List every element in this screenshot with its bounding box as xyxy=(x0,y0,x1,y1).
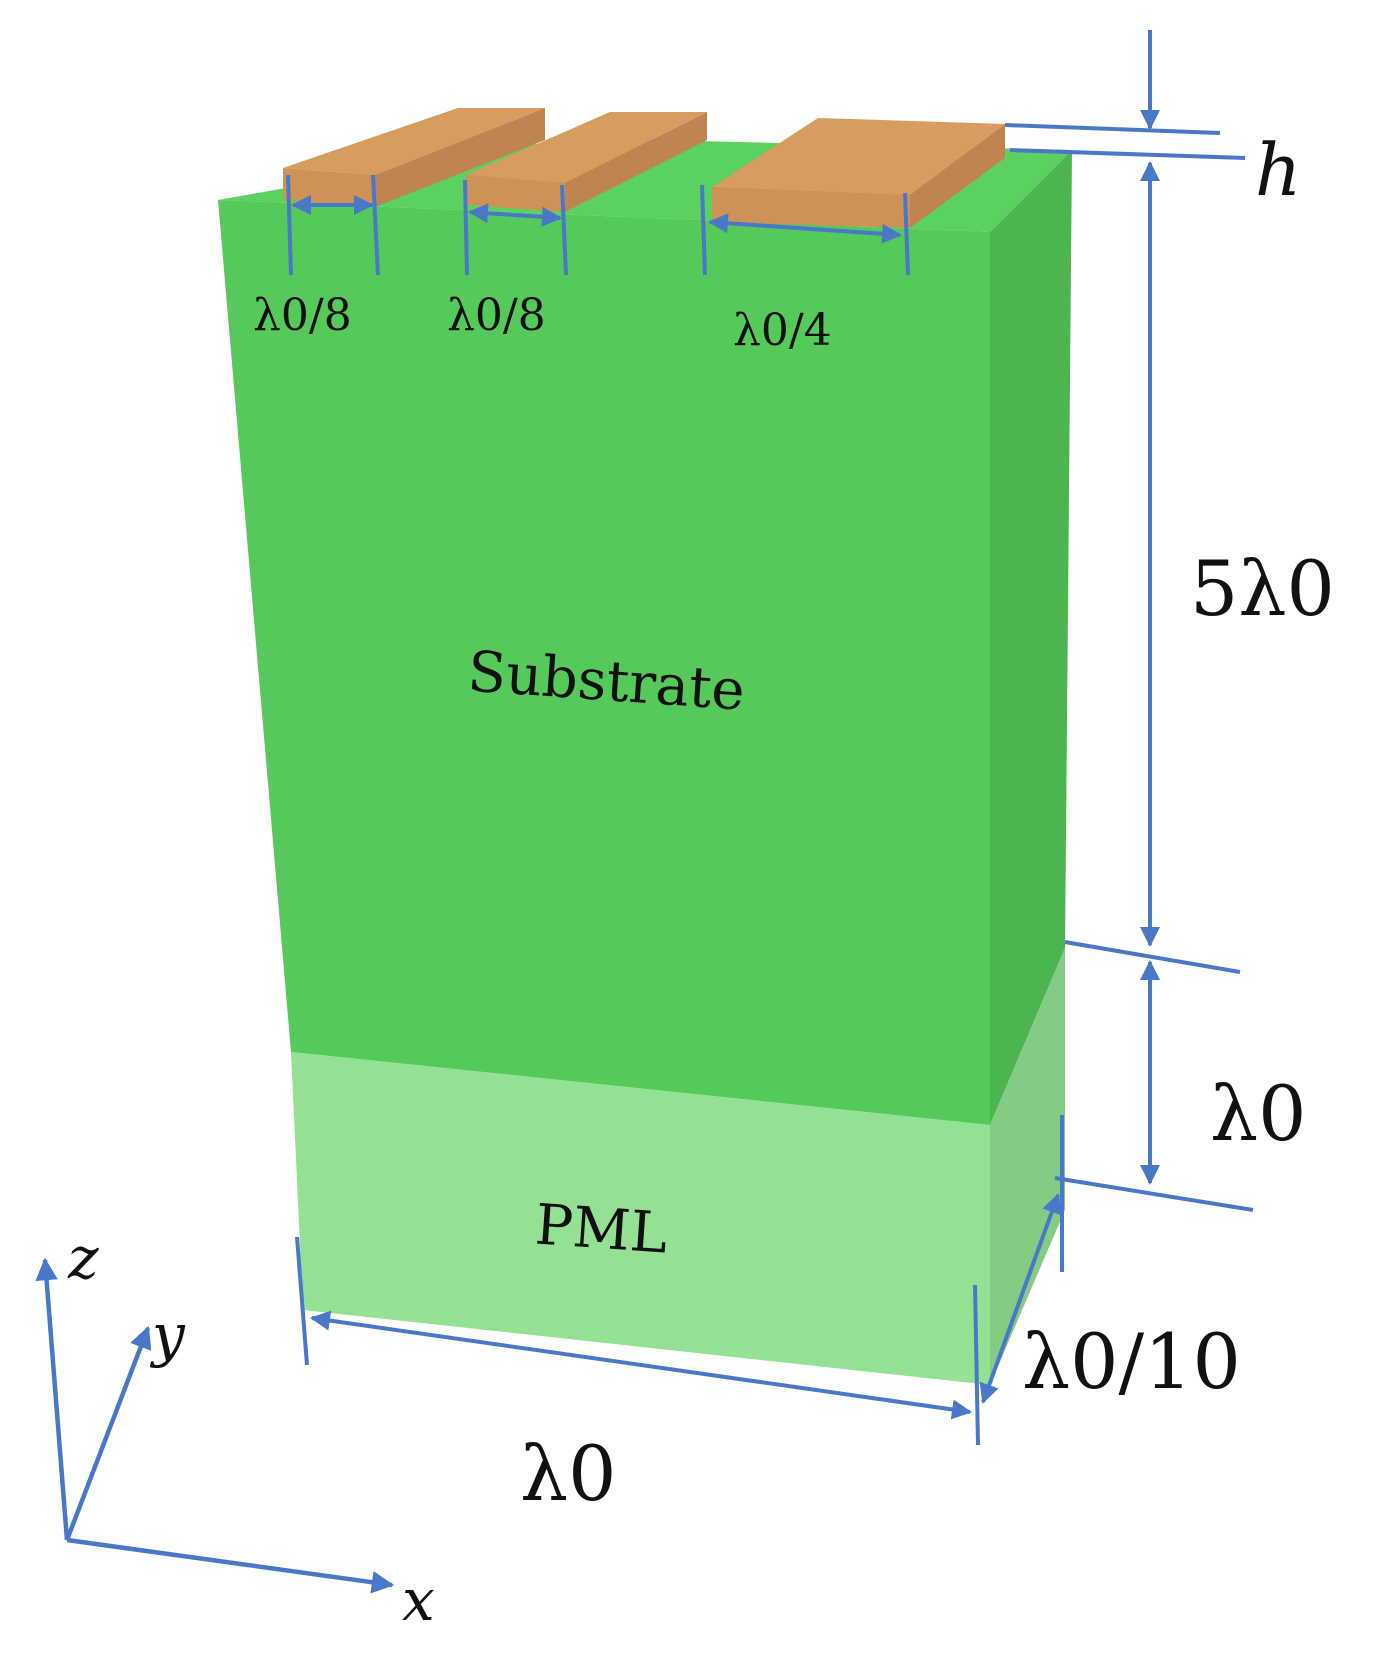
pml-front-face xyxy=(291,1052,990,1385)
y-axis-line xyxy=(64,1325,152,1541)
strip-1-width-label: λ0/8 xyxy=(253,290,352,341)
strip-1-top xyxy=(283,108,545,175)
coordinate-axes: z y x xyxy=(35,1224,435,1634)
strip-2-front xyxy=(466,175,565,212)
substrate-side-face xyxy=(990,150,1072,1125)
pml-height-label: λ0 xyxy=(1210,1069,1307,1158)
x-axis-line xyxy=(66,1537,395,1594)
strip-1-side xyxy=(375,108,545,207)
width-x-dimension xyxy=(295,1236,980,1446)
vertical-dimensions xyxy=(1054,161,1254,1212)
z-axis-label: z xyxy=(67,1224,99,1292)
strip-2-top xyxy=(466,112,707,183)
width-x-label: λ0 xyxy=(520,1429,617,1518)
substrate-height-label: 5λ0 xyxy=(1190,544,1335,633)
substrate-block xyxy=(218,138,1072,1125)
strip-height-dimension xyxy=(1004,30,1246,160)
strip-2-side xyxy=(565,112,707,212)
x-axis-label: x xyxy=(402,1566,435,1634)
depth-y-dimension xyxy=(979,1115,1064,1404)
strip-3-width-label: λ0/4 xyxy=(733,305,832,356)
metal-strips xyxy=(283,108,1005,228)
strip-width-dimensions xyxy=(286,174,910,276)
substrate-front-face xyxy=(218,200,990,1125)
z-axis-line xyxy=(35,1257,70,1541)
strip-height-label: h xyxy=(1255,128,1301,212)
strip-3-side xyxy=(910,124,1005,228)
depth-y-label: λ0/10 xyxy=(1022,1317,1241,1406)
y-axis-label: y xyxy=(149,1301,186,1369)
strip-2-width-label: λ0/8 xyxy=(447,290,546,341)
strip-3-top xyxy=(712,118,1005,195)
pml-label: PML xyxy=(533,1193,669,1267)
